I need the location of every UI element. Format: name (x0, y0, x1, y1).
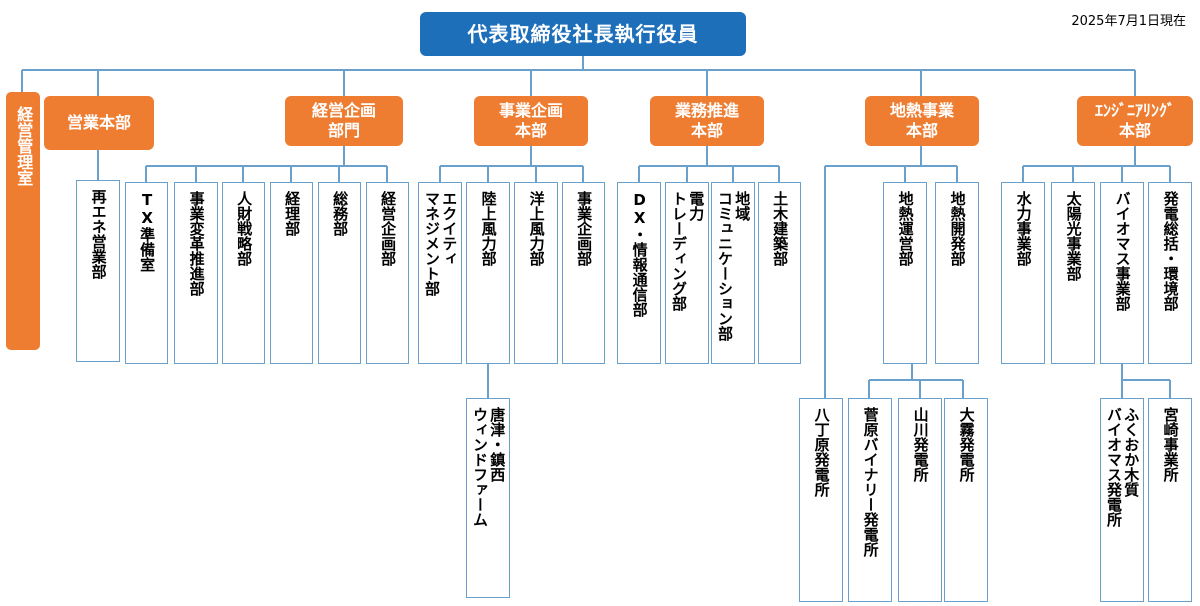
dept-label: 洋上風力部 (527, 191, 546, 266)
dept-label: 地域 コミュニケーション部 (716, 191, 752, 341)
division-geothermal: 地熱事業 本部 (865, 96, 979, 146)
dept-box: 電力 トレーディング部 (665, 182, 709, 364)
division-sales: 営業本部 (44, 96, 154, 150)
plant-box: ふくおか木質 バイオマス発電所 (1100, 398, 1144, 602)
dept-box: 総務部 (318, 182, 361, 364)
dept-label: エクイティ マネジメント部 (423, 191, 459, 296)
dept-label: 太陽光事業部 (1064, 191, 1083, 281)
dept-label: 経営企画部 (379, 191, 398, 266)
plant-box: 八丁原発電所 (799, 398, 843, 602)
dept-label: TX準備室 (138, 191, 157, 272)
dept-label: 事業変革推進部 (187, 191, 206, 296)
dept-box: 洋上風力部 (514, 182, 558, 364)
division-engineering: ｴﾝｼﾞﾆｱﾘﾝｸﾞ 本部 (1077, 96, 1193, 146)
dept-box: 地熱開発部 (935, 182, 979, 364)
dept-box: 再エネ営業部 (76, 180, 120, 362)
dept-label: DX・情報通信部 (630, 191, 649, 317)
sub-unit-label: 唐津・鎮西 ウィンドファーム (471, 407, 507, 527)
dept-box: エクイティ マネジメント部 (418, 182, 462, 364)
dept-box: 陸上風力部 (466, 182, 510, 364)
dept-label: 土木建築部 (771, 191, 790, 266)
dept-box: 事業企画部 (562, 182, 605, 364)
division-operations: 業務推進 本部 (650, 96, 764, 146)
dept-box: 水力事業部 (1001, 182, 1045, 364)
division-planning: 経営企画 部門 (285, 96, 403, 146)
plant-label: 山川発電所 (911, 407, 930, 482)
dept-label: 陸上風力部 (479, 191, 498, 266)
dept-box: DX・情報通信部 (617, 182, 661, 364)
dept-box: 経理部 (270, 182, 313, 364)
dept-label: 発電総括・環境部 (1161, 191, 1180, 311)
dept-box: 事業変革推進部 (174, 182, 218, 364)
sub-unit-box: 唐津・鎮西 ウィンドファーム (466, 398, 510, 598)
division-business: 事業企画 本部 (474, 96, 588, 146)
dept-label: 経理部 (283, 191, 302, 236)
dept-box: 太陽光事業部 (1051, 182, 1095, 364)
dept-box: 発電総括・環境部 (1148, 182, 1192, 364)
plant-label: 八丁原発電所 (812, 407, 831, 497)
side-office-label: 経営管理室 (14, 106, 34, 186)
dept-label: 事業企画部 (575, 191, 594, 266)
dept-box: バイオマス事業部 (1100, 182, 1144, 364)
dept-box: 土木建築部 (758, 182, 801, 364)
plant-label: 大霧発電所 (957, 407, 976, 482)
dept-box: 地熱運営部 (883, 182, 927, 364)
side-office-box: 経営管理室 (6, 92, 40, 350)
plant-label: 菅原バイナリー発電所 (861, 407, 880, 557)
plant-box: 大霧発電所 (944, 398, 988, 602)
dept-label: 再エネ営業部 (89, 189, 108, 279)
plant-label: ふくおか木質 バイオマス発電所 (1105, 407, 1141, 527)
as-of-date: 2025年7月1日現在 (1071, 14, 1186, 29)
dept-label: 水力事業部 (1014, 191, 1033, 266)
plant-box: 菅原バイナリー発電所 (848, 398, 892, 602)
dept-label: 人財戦略部 (235, 191, 254, 266)
plant-box: 宮崎事業所 (1148, 398, 1192, 602)
dept-label: バイオマス事業部 (1113, 191, 1132, 311)
dept-label: 電力 トレーディング部 (670, 191, 706, 311)
dept-box: 経営企画部 (366, 182, 409, 364)
dept-box: 人財戦略部 (222, 182, 265, 364)
dept-label: 総務部 (331, 191, 350, 236)
dept-label: 地熱開発部 (948, 191, 967, 266)
plant-label: 宮崎事業所 (1161, 407, 1180, 482)
dept-box: 地域 コミュニケーション部 (711, 182, 755, 364)
dept-label: 地熱運営部 (896, 191, 915, 266)
plant-box: 山川発電所 (898, 398, 942, 602)
dept-box: TX準備室 (125, 182, 168, 364)
ceo-box: 代表取締役社長執行役員 (420, 12, 746, 56)
